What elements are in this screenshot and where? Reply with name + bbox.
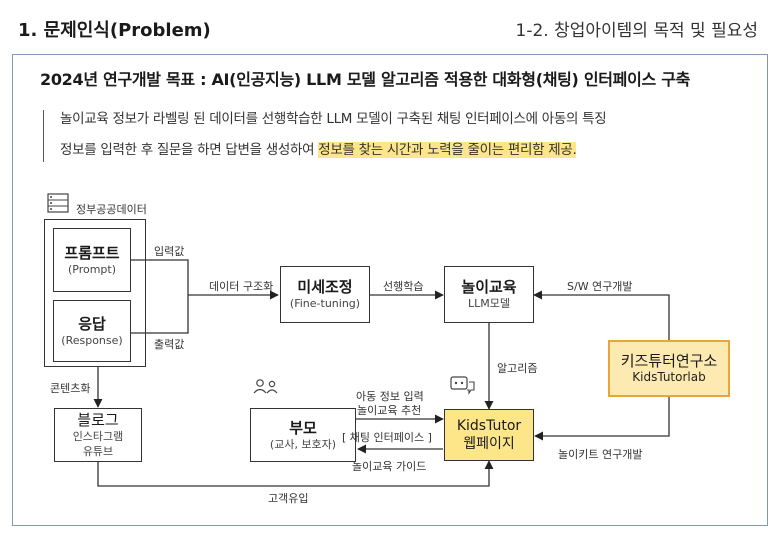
lab-title: 키즈튜터연구소 xyxy=(620,352,718,370)
lab-sub: KidsTutorlab xyxy=(632,370,706,384)
section-title: 1. 문제인식(Problem) xyxy=(18,20,211,41)
llm-title: 놀이교육 xyxy=(461,278,517,296)
finetune-title: 미세조정 xyxy=(297,278,353,296)
prompt-box: 프롬프트 (Prompt) xyxy=(53,228,131,292)
blog-sub1: 인스타그램 xyxy=(72,430,124,443)
research-goal: 2024년 연구개발 목표 : AI(인공지능) LLM 모델 알고리즘 적용한… xyxy=(40,70,691,89)
chat-interface-label: [ 채팅 인터페이스 ] xyxy=(342,431,432,444)
prompt-title: 프롬프트 xyxy=(64,243,120,262)
edge-prompt xyxy=(130,259,189,295)
parent-sub: (교사, 보호자) xyxy=(269,437,337,451)
llm-box: 놀이교육 LLM모델 xyxy=(444,266,534,323)
description-line1: 놀이교육 정보가 라벨링 된 데이터를 선행학습한 LLM 모델이 구축된 채팅… xyxy=(60,111,607,127)
edge-sw-dev xyxy=(533,290,670,340)
kidstutor-sub: 웹페이지 xyxy=(463,436,515,452)
kidstutor-title: KidsTutor xyxy=(456,418,522,434)
input-value-label: 입력값 xyxy=(154,245,185,258)
contentize-label: 콘텐츠화 xyxy=(50,382,91,395)
output-value-label: 출력값 xyxy=(154,338,185,351)
description-line2: 정보를 입력한 후 질문을 하면 답변을 생성하여 정보를 찾는 시간과 노력을… xyxy=(60,135,760,166)
customer-inflow-label: 고객유입 xyxy=(268,492,309,505)
parent-box: 부모 (교사, 보호자) xyxy=(250,408,356,462)
pretraining-label: 선행학습 xyxy=(383,280,424,293)
description: 놀이교육 정보가 라벨링 된 데이터를 선행학습한 LLM 모델이 구축된 채팅… xyxy=(60,104,760,166)
people-icon xyxy=(253,379,278,394)
database-icon xyxy=(47,193,69,213)
algorithm-label: 알고리즘 xyxy=(497,362,538,375)
sw-dev-label: S/W 연구개발 xyxy=(567,280,633,293)
edge-kit-dev xyxy=(534,397,670,441)
data-structuring-label: 데이터 구조화 xyxy=(209,280,274,293)
child-info-label: 아동 정보 입력 xyxy=(356,390,424,403)
section-subtitle: 1-2. 창업아이템의 목적 및 필요성 xyxy=(515,21,758,41)
response-box: 응답 (Response) xyxy=(53,300,131,362)
description-line2-plain: 정보를 입력한 후 질문을 하면 답변을 생성하여 xyxy=(60,142,319,158)
response-sub: (Response) xyxy=(61,333,123,347)
finetune-sub: (Fine-tuning) xyxy=(289,297,361,310)
llm-sub: LLM모델 xyxy=(468,297,510,310)
chat-bot-icon xyxy=(450,376,475,395)
kit-dev-label: 놀이키트 연구개발 xyxy=(558,448,643,461)
description-bar xyxy=(43,110,44,162)
finetune-box: 미세조정 (Fine-tuning) xyxy=(280,266,370,323)
parent-title: 부모 xyxy=(289,418,317,437)
blog-box: 블로그 인스타그램 유튜브 xyxy=(54,408,142,462)
data-source-label: 정부공공데이터 xyxy=(76,203,147,216)
edge-customer-inflow xyxy=(97,460,494,487)
description-highlight: 정보를 찾는 시간과 노력을 줄이는 편리함 제공. xyxy=(318,142,577,158)
blog-sub2: 유튜브 xyxy=(82,445,114,458)
kidstutor-box: KidsTutor 웹페이지 xyxy=(444,409,534,461)
prompt-sub: (Prompt) xyxy=(67,262,117,276)
blog-title: 블로그 xyxy=(77,411,119,429)
edge-response xyxy=(130,295,189,334)
content-frame xyxy=(12,54,768,526)
play-rec-label: 놀이교육 추천 xyxy=(357,404,422,417)
play-guide-label: 놀이교육 가이드 xyxy=(352,460,427,473)
response-title: 응답 xyxy=(78,314,106,333)
lab-box: 키즈튜터연구소 KidsTutorlab xyxy=(608,340,730,397)
data-group-box xyxy=(44,219,146,367)
